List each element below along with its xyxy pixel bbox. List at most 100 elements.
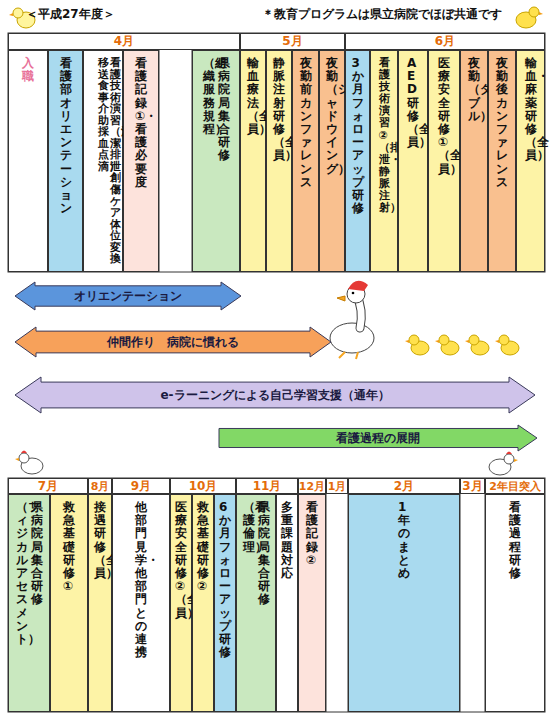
vertical-text: 看護記録①・看護必要度 [135, 57, 147, 189]
month-label: 2年目突入 [489, 479, 541, 494]
month-label: 10月 [189, 478, 218, 495]
vertical-text: （看護倫理） [243, 501, 255, 554]
vertical-text-wrap: 県病院局集合研修 [218, 57, 230, 267]
band-label: 看護過程の展開 [336, 430, 420, 447]
program-column: 看護部オリエンテーション [48, 50, 83, 272]
vertical-text-wrap: 6か月フォローアップ研修 [219, 501, 231, 707]
program-column: 県病院局集合研修（フィジカルアセスメント） [8, 494, 50, 712]
vertical-text: 県病院局集合研修 [31, 501, 43, 607]
month-label: 5月 [282, 33, 302, 50]
vertical-text: 看護記録② [306, 501, 318, 567]
month-header: 6月 [345, 33, 545, 50]
hen-icon [15, 451, 43, 475]
vertical-text: 輸血・麻薬研修（全員） [525, 57, 537, 163]
vertical-text-wrap: 看護記録② [306, 501, 318, 707]
month-label: 1月 [328, 479, 347, 494]
vertical-text: 1年のまとめ [398, 501, 410, 580]
program-column: 夜勤後カンファレンス [488, 50, 516, 272]
program-column: 県病院局集合研修（看護倫理） [236, 494, 276, 712]
vertical-text: 看護技術演習（清潔・排泄・創傷ケア・体位変換・移送・食事介助・採血・点滴） [98, 57, 121, 267]
vertical-text-wrap: 県病院局集合研修 [258, 501, 270, 707]
vertical-text: 看護過程研修 [509, 501, 521, 580]
month-header: 2月 [348, 478, 460, 494]
program-column: 救急基礎研修② [192, 494, 214, 712]
vertical-text-wrap: 静脈注射研修（全員） [273, 57, 285, 267]
month-label: 8月 [91, 479, 110, 494]
vertical-text-wrap: 看護部オリエンテーション [60, 57, 72, 267]
note-label: ＊教育プログラムは県立病院でほぼ共通です [262, 6, 502, 23]
program-column: 輸血療法（全員） [240, 50, 266, 272]
vertical-text-wrap: 救急基礎研修② [197, 501, 209, 707]
vertical-text: 救急基礎研修② [197, 501, 209, 593]
month-label: 11月 [253, 478, 282, 495]
vertical-text: 夜勤（シャドウイング） [326, 57, 338, 176]
band-label: オリエンテーション [74, 288, 182, 305]
vertical-text: 看護技術演習②（排泄・静脈注射） [379, 57, 390, 214]
vertical-text-wrap: 1年のまとめ [398, 501, 410, 707]
month-header: 4月 [8, 33, 240, 50]
program-column: 輸血・麻薬研修（全員） [516, 50, 545, 272]
vertical-text: 夜勤（ダブル） [468, 57, 480, 123]
program-column: 夜勤（シャドウイング） [319, 50, 345, 272]
arrow-band: 仲間作り 病院に慣れる [14, 326, 332, 358]
arrow-band: 看護過程の展開 [218, 424, 538, 452]
vertical-text: 6か月フォローアップ研修 [219, 501, 231, 659]
month-header: 8月 [88, 478, 112, 494]
vertical-text-wrap: 看護技術演習（清潔・排泄・創傷ケア・体位変換・移送・食事介助・採血・点滴） [85, 57, 121, 267]
program-column: 3か月フォローアップ研修 [345, 50, 370, 272]
vertical-text-wrap: 救急基礎研修① [63, 501, 75, 707]
month-header: 5月 [240, 33, 345, 50]
program-column: 静脈注射研修（全員） [266, 50, 292, 272]
program-column: 県病院局集合研修（組織・服務規程） [192, 50, 240, 272]
vertical-text: 救急基礎研修① [63, 501, 75, 593]
vertical-text-wrap: 接遇研修（全員） [94, 501, 106, 707]
vertical-text: 入職 [22, 57, 34, 83]
program-column: 看護過程研修 [485, 494, 545, 712]
vertical-text-wrap: （看護倫理） [243, 501, 255, 707]
vertical-text-wrap: 看護過程研修 [509, 501, 521, 707]
month-header: 7月 [8, 478, 88, 494]
arrow-band-outline [15, 377, 535, 413]
program-column: 救急基礎研修① [50, 494, 88, 712]
vertical-text-wrap: 医療安全研修①（全員） [438, 57, 450, 267]
vertical-text-wrap: 夜勤後カンファレンス [496, 57, 508, 267]
month-label: 7月 [38, 478, 58, 495]
chick-icon [516, 7, 543, 28]
month-label: 4月 [114, 33, 134, 50]
vertical-text: 県病院局集合研修 [258, 501, 270, 607]
program-column: 看護記録② [298, 494, 326, 712]
month-label: 3月 [462, 478, 482, 495]
vertical-text: 看護部オリエンテーション [60, 57, 72, 215]
program-column: 多重課題対応 [276, 494, 298, 712]
vertical-text-wrap: AED研修（全員） [407, 57, 419, 267]
month-label: 6月 [435, 33, 455, 50]
vertical-text-wrap: （フィジカルアセスメント） [16, 501, 28, 707]
program-column: 入職 [8, 50, 48, 272]
vertical-text: （組織・服務規程） [203, 57, 215, 136]
note-label: ＜平成27年度＞ [26, 6, 115, 23]
vertical-text: （フィジカルアセスメント） [16, 501, 28, 646]
month-label: 12月 [299, 479, 325, 494]
vertical-text-wrap: （組織・服務規程） [203, 57, 215, 267]
band-label: 仲間作り 病院に慣れる [107, 334, 239, 351]
vertical-text-wrap: 夜勤（ダブル） [468, 57, 480, 267]
vertical-text: 輸血療法（全員） [247, 57, 259, 136]
chicks-row [405, 335, 519, 355]
vertical-text-wrap: 3か月フォローアップ研修 [352, 57, 364, 267]
vertical-text: 3か月フォローアップ研修 [352, 57, 364, 215]
vertical-text-wrap: 看護記録①・看護必要度 [135, 57, 147, 267]
band-label: e-ラーニングによる自己学習支援（通年） [160, 387, 389, 404]
vertical-text-wrap: 輸血・麻薬研修（全員） [525, 57, 537, 267]
vertical-text: 医療安全研修①（全員） [438, 57, 450, 176]
vertical-text: 静脈注射研修（全員） [273, 57, 285, 163]
arrow-band: オリエンテーション [14, 281, 242, 311]
vertical-text-wrap: 医療安全研修②（全員） [175, 501, 187, 707]
vertical-text: 医療安全研修②（全員） [175, 501, 187, 620]
program-column: 医療安全研修②（全員） [170, 494, 192, 712]
vertical-text: 夜勤後カンファレンス [496, 57, 508, 189]
month-header: 3月 [460, 478, 485, 494]
vertical-text: 他部門見学・他部門との連携 [135, 501, 147, 659]
month-header: 12月 [298, 478, 326, 494]
vertical-text: 多重課題対応 [281, 501, 293, 580]
